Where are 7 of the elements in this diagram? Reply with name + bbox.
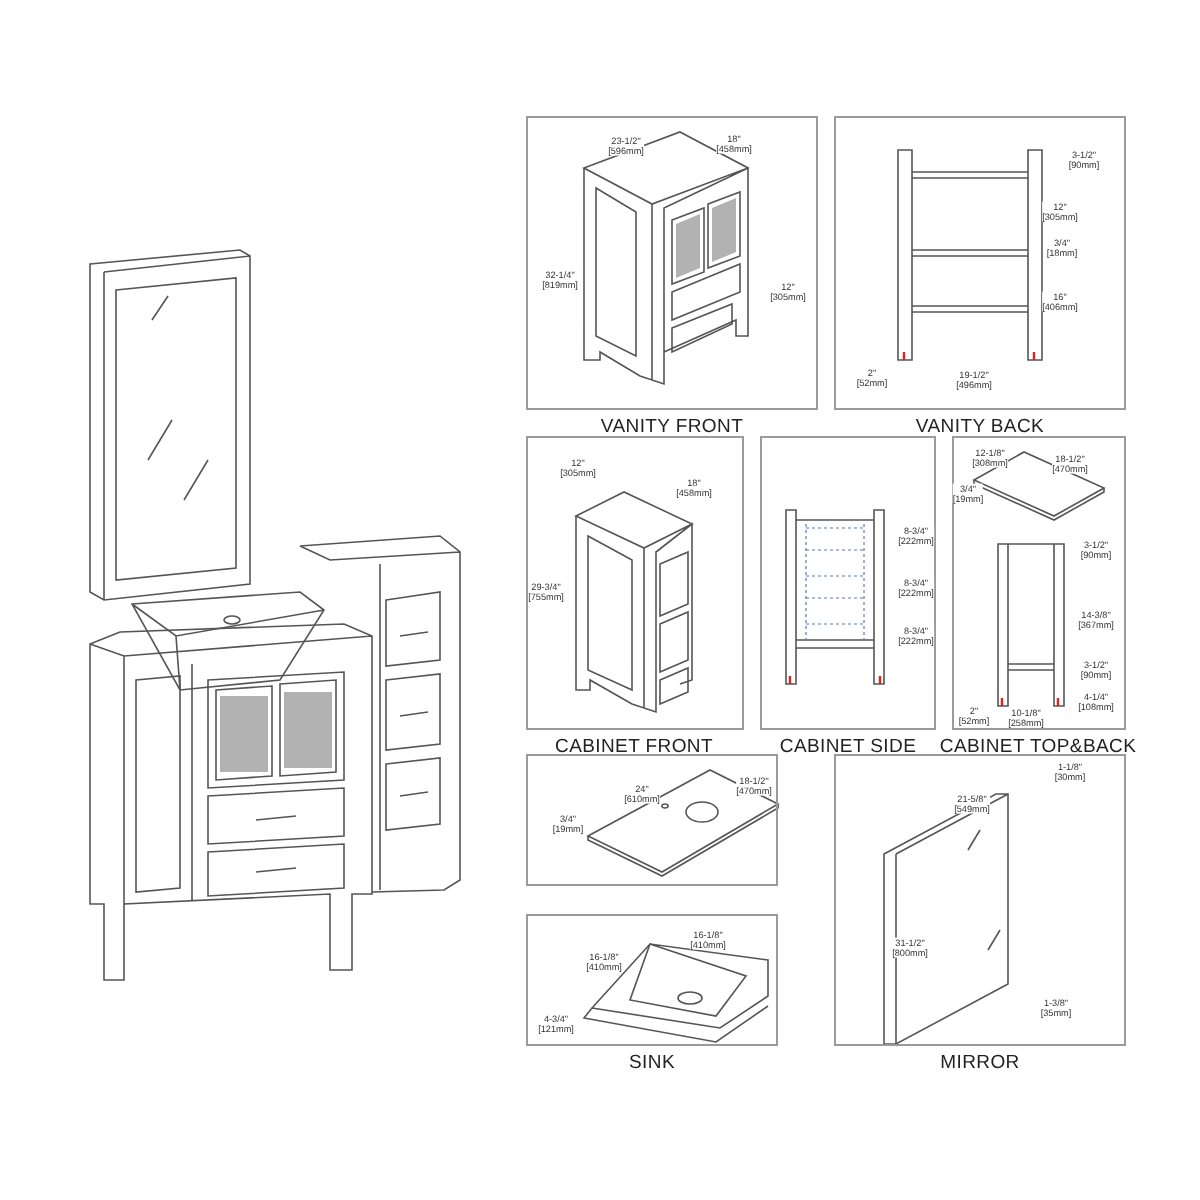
panel-caption: SINK [629,1052,675,1074]
panel-caption: CABINET SIDE [779,736,917,758]
panel-caption: VANITY FRONT [600,416,744,438]
panel-caption: CABINET FRONT [555,736,713,758]
panel-caption: CABINET TOP&BACK [939,736,1137,758]
panel-caption: VANITY BACK [915,416,1045,438]
panel-caption: MIRROR [940,1052,1020,1074]
